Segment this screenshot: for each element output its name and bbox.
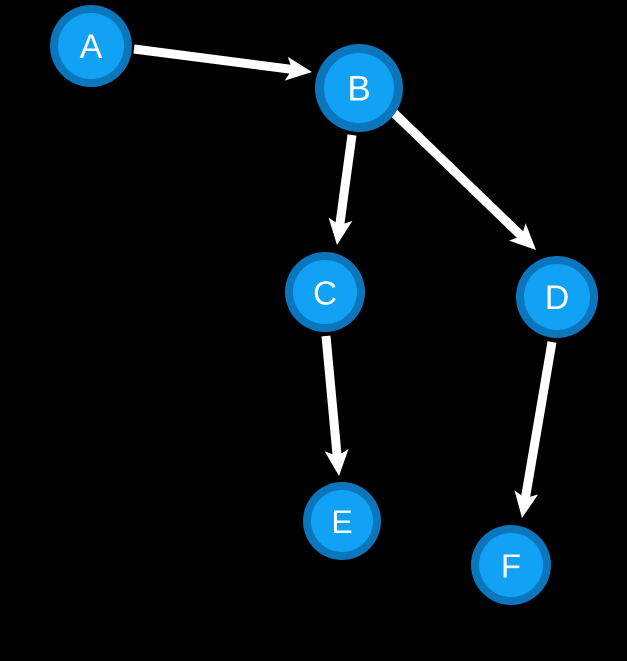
edge-shaft — [390, 109, 525, 240]
node-core — [293, 260, 357, 324]
edge-shaft — [321, 335, 342, 457]
node-label: D — [545, 279, 570, 317]
graph-node-c[interactable]: C — [285, 252, 365, 332]
graph-node-a[interactable]: A — [50, 5, 132, 87]
graph-edge[interactable] — [133, 44, 312, 81]
graph-edge[interactable] — [390, 109, 536, 250]
edge-shaft — [335, 134, 357, 226]
node-label: E — [331, 504, 352, 540]
graph-edge[interactable] — [514, 341, 557, 518]
node-core — [58, 13, 124, 79]
graph-edge[interactable] — [328, 134, 357, 245]
solid-triangle-arrowhead — [284, 56, 312, 81]
solid-triangle-arrowhead — [508, 223, 536, 250]
solid-triangle-arrowhead — [328, 217, 353, 245]
edge-shaft — [520, 341, 557, 500]
graph-node-d[interactable]: D — [516, 256, 598, 338]
graph-node-f[interactable]: F — [471, 525, 551, 605]
node-label: C — [313, 275, 337, 312]
solid-triangle-arrowhead — [514, 490, 539, 518]
solid-triangle-arrowhead — [324, 449, 349, 476]
node-core — [324, 53, 394, 123]
edges-layer — [133, 44, 557, 518]
node-label: A — [80, 28, 103, 66]
node-label: B — [347, 70, 370, 109]
edge-shaft — [133, 44, 293, 74]
node-core — [311, 490, 373, 552]
nodes-layer: A B C D E F — [50, 5, 598, 605]
node-label: F — [501, 548, 521, 585]
graph-edge[interactable] — [321, 335, 349, 476]
node-core — [524, 264, 590, 330]
graph-node-b[interactable]: B — [315, 44, 403, 132]
node-core — [479, 533, 543, 597]
graph-node-e[interactable]: E — [303, 482, 381, 560]
